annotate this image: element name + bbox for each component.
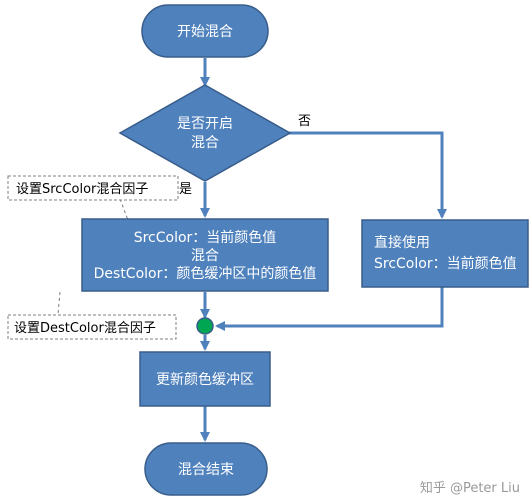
arrow-direct-to-merge: [215, 287, 444, 331]
note-src-factor-label: 设置SrcColor混合因子: [16, 182, 148, 197]
direct-use-label-line1: 直接使用: [374, 234, 430, 251]
start-node: 开始混合: [141, 4, 269, 58]
note-src-factor: 设置SrcColor混合因子: [7, 175, 179, 201]
end-node-label: 混合结束: [178, 462, 234, 478]
update-node: 更新颜色缓冲区: [139, 351, 271, 407]
yes-edge-label: 是: [179, 182, 192, 197]
no-edge-label: 否: [298, 114, 311, 129]
blend-mix-label: 混合: [191, 248, 219, 264]
decision-label-line1: 是否开启: [177, 116, 233, 132]
direct-use-node: 直接使用 SrcColor：当前颜色值: [361, 219, 529, 288]
blend-dest-label: DestColor：颜色缓冲区中的颜色值: [94, 265, 317, 282]
decision-label-line2: 混合: [191, 135, 219, 151]
note-dest-factor: 设置DestColor混合因子: [7, 314, 177, 340]
note-leaders: [57, 198, 129, 315]
start-node-label: 开始混合: [177, 24, 233, 40]
merge-point: [196, 317, 214, 335]
update-node-label: 更新颜色缓冲区: [156, 371, 254, 388]
blend-src-label: SrcColor：当前颜色值: [134, 229, 277, 246]
arrow-decision-to-direct: [288, 131, 447, 219]
connectors: [200, 58, 447, 442]
watermark: 知乎 @Peter Liu: [420, 480, 520, 496]
decision-node: 是否开启 混合: [118, 84, 292, 182]
blend-node: SrcColor：当前颜色值 混合 DestColor：颜色缓冲区中的颜色值: [81, 218, 329, 292]
end-node: 混合结束: [144, 442, 268, 496]
note-dest-factor-label: 设置DestColor混合因子: [14, 321, 156, 336]
direct-use-label-line2: SrcColor：当前颜色值: [374, 255, 517, 272]
